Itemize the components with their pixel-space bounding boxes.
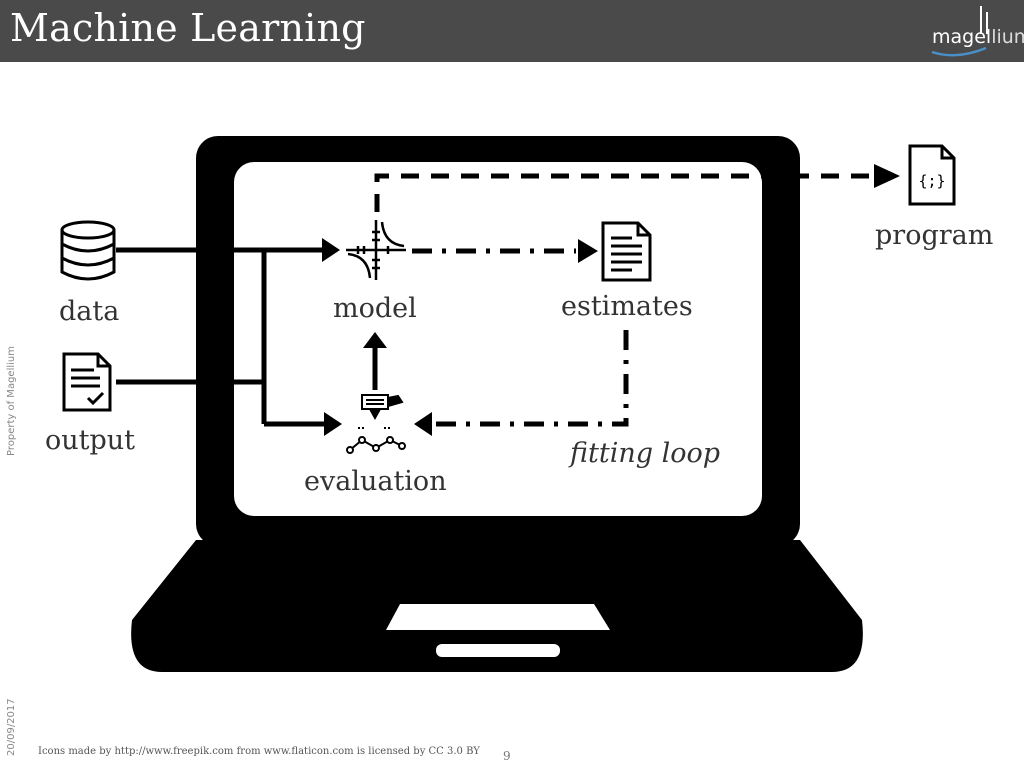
- footer-credit-note: Icons made by http://www.freepik.com fro…: [38, 746, 480, 757]
- program-icon-text: {;}: [918, 172, 945, 190]
- arrowhead-program: [874, 164, 900, 188]
- arrow-heads: [322, 164, 900, 436]
- logo-text-part-b: lium: [991, 26, 1024, 48]
- program-file-icon: {;}: [908, 144, 956, 206]
- page-title: Machine Learning: [10, 6, 366, 50]
- magellium-logo: magellium: [926, 4, 1024, 60]
- laptop-slot: [436, 644, 560, 657]
- arrowhead-estimates: [578, 239, 598, 263]
- model-to-program-dashed-arrow: [374, 173, 874, 212]
- fitting-loop-dashdot-arrow: [432, 330, 629, 427]
- arrowhead-evaluation: [324, 412, 342, 436]
- side-property-text: Property of Magellium: [6, 346, 17, 456]
- label-output: output: [45, 425, 136, 456]
- label-program: program: [875, 220, 994, 251]
- label-evaluation: evaluation: [304, 466, 447, 497]
- connector-lines: [116, 173, 874, 427]
- label-estimates: estimates: [561, 291, 693, 322]
- page-number: 9: [503, 749, 511, 763]
- database-icon: [60, 220, 116, 281]
- side-date-text: 20/09/2017: [6, 698, 17, 756]
- logo-swoosh-icon: [931, 6, 988, 57]
- output-document-icon: [62, 352, 112, 412]
- logo-text-part-a: magel: [932, 26, 992, 48]
- label-model: model: [333, 293, 417, 324]
- header-bar: Machine Learning magellium: [0, 0, 1024, 62]
- laptop-icon: [131, 136, 863, 672]
- ml-diagram: {;}: [60, 136, 956, 672]
- arrowhead-fitting-loop: [414, 412, 432, 436]
- label-data: data: [59, 296, 120, 327]
- estimates-document-icon: [601, 221, 652, 282]
- arrowhead-model: [322, 238, 340, 262]
- model-plot-icon: [346, 220, 406, 280]
- label-fitting-loop: fitting loop: [570, 438, 721, 469]
- touchpad: [386, 604, 610, 630]
- logo-text: magellium: [932, 26, 1024, 48]
- arrowhead-evaluation-up: [363, 332, 387, 348]
- evaluation-icon: [346, 394, 406, 454]
